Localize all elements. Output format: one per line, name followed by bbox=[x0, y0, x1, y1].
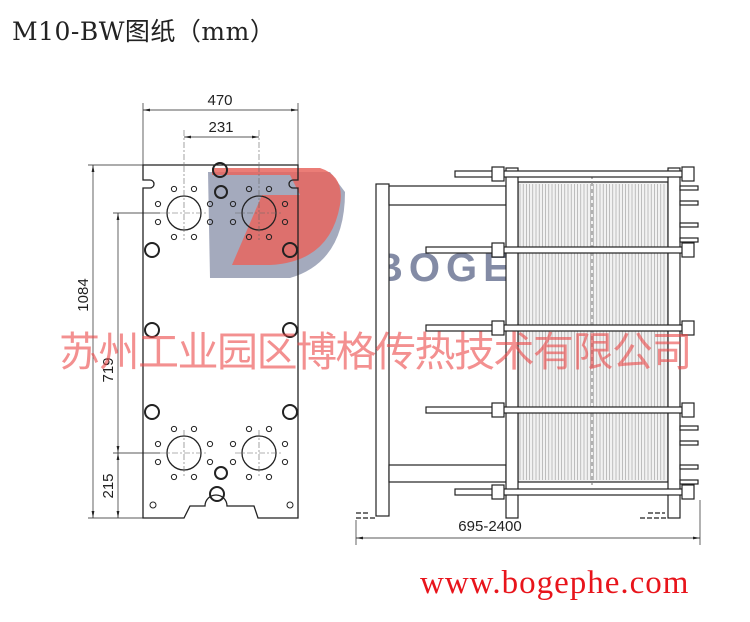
dim-plate-width: 470 bbox=[207, 92, 232, 109]
dim-port-spacing-horizontal: 231 bbox=[208, 119, 233, 136]
bolt-hole bbox=[190, 473, 198, 481]
bolt-hole bbox=[154, 218, 162, 226]
nozzle-pipe bbox=[679, 185, 699, 191]
bolt-hole bbox=[281, 218, 289, 226]
page-title: M10-BW图纸（mm） bbox=[12, 17, 276, 46]
bolt-hole bbox=[190, 425, 198, 433]
bolt-hole bbox=[245, 473, 253, 481]
bolt-hole bbox=[229, 440, 237, 448]
nut bbox=[681, 166, 695, 182]
bolt-hole bbox=[170, 233, 178, 241]
bolt-hole bbox=[229, 200, 237, 208]
bolt-hole bbox=[190, 233, 198, 241]
nozzle-pipe bbox=[679, 464, 699, 470]
nut bbox=[681, 242, 695, 258]
nozzle-pipe bbox=[679, 440, 699, 446]
bolt-hole bbox=[281, 200, 289, 208]
tie-rod bbox=[425, 246, 691, 254]
nut bbox=[681, 484, 695, 500]
bolt-hole bbox=[265, 185, 273, 193]
bolt-hole bbox=[281, 458, 289, 466]
dim-port-spacing-vertical: 719 bbox=[100, 357, 117, 382]
bolt-hole bbox=[286, 501, 294, 509]
bolt-hole bbox=[245, 233, 253, 241]
bolt-hole bbox=[170, 425, 178, 433]
bolt-hole bbox=[229, 218, 237, 226]
frame-side-view bbox=[356, 166, 699, 519]
tie-rod bbox=[425, 406, 691, 414]
bolt-hole bbox=[229, 458, 237, 466]
plate-front-view bbox=[142, 130, 299, 519]
tie-rod bbox=[454, 170, 691, 178]
bolt-hole bbox=[170, 473, 178, 481]
tie-rod bbox=[454, 488, 691, 496]
dim-frame-length: 695-2400 bbox=[458, 518, 521, 535]
nut bbox=[491, 320, 505, 336]
bolt-hole bbox=[245, 185, 253, 193]
nut bbox=[491, 484, 505, 500]
nut bbox=[681, 320, 695, 336]
bolt-hole bbox=[281, 440, 289, 448]
nozzle-pipe bbox=[679, 200, 699, 206]
dim-plate-height: 1084 bbox=[75, 278, 92, 311]
bolt-hole bbox=[265, 473, 273, 481]
nozzle-pipe bbox=[679, 425, 699, 431]
bolt-hole bbox=[265, 233, 273, 241]
bolt-hole bbox=[206, 458, 214, 466]
nozzle-pipe bbox=[679, 222, 699, 228]
nut bbox=[491, 242, 505, 258]
nozzle-pipe bbox=[679, 237, 699, 243]
nut bbox=[491, 166, 505, 182]
boge-logo: BOGE bbox=[208, 168, 510, 290]
bolt-hole bbox=[206, 200, 214, 208]
bolt-hole bbox=[149, 501, 157, 509]
bolt-hole bbox=[206, 440, 214, 448]
bolt-hole bbox=[190, 185, 198, 193]
website-url[interactable]: www.bogephe.com bbox=[420, 565, 690, 601]
nozzle-pipe bbox=[679, 479, 699, 485]
bolt-hole bbox=[154, 200, 162, 208]
bolt-hole bbox=[154, 458, 162, 466]
bolt-hole bbox=[265, 425, 273, 433]
dim-bottom-port-height: 215 bbox=[100, 473, 117, 498]
nut bbox=[681, 402, 695, 418]
dimension-lines bbox=[88, 103, 701, 545]
company-watermark: 苏州工业园区博格传热技术有限公司 bbox=[59, 328, 693, 376]
bolt-hole bbox=[245, 425, 253, 433]
bolt-hole bbox=[154, 440, 162, 448]
bolt-hole bbox=[170, 185, 178, 193]
nut bbox=[491, 402, 505, 418]
bolt-hole bbox=[206, 218, 214, 226]
